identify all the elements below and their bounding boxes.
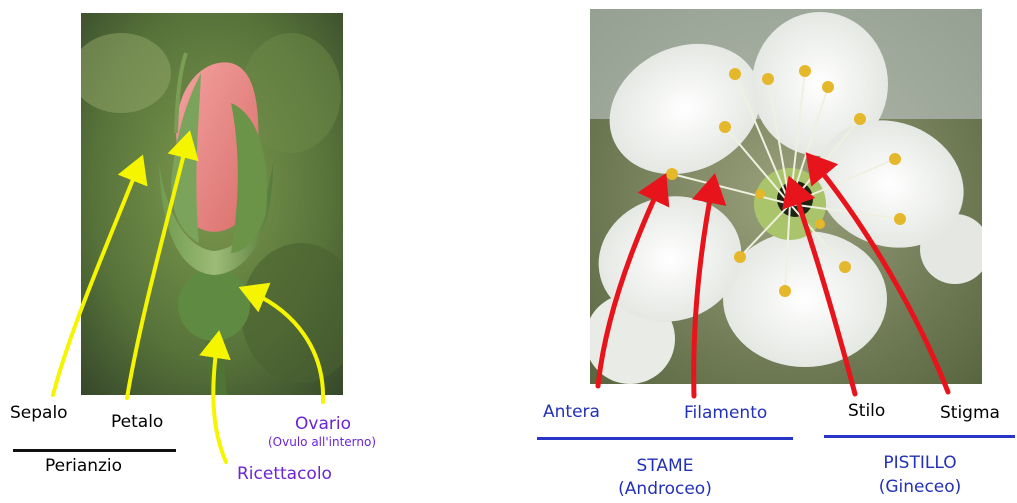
label-stigma: Stigma [940,405,1000,422]
arrow-ovary [246,290,323,402]
label-stamen: STAME [600,458,730,475]
label-petal: Petalo [111,414,163,431]
pistil-rule [824,435,1015,438]
arrow-sepal [53,162,140,395]
arrow-receptacle [213,338,226,462]
arrow-anther [598,182,662,386]
label-anther: Antera [543,404,600,421]
label-style: Stilo [848,403,885,420]
label-sepal: Sepalo [10,405,68,422]
label-stamen-note: (Androceo) [590,481,740,498]
label-ovary: Ovario [295,416,351,433]
arrow-filament [694,183,713,396]
arrow-stigma [812,160,948,392]
stamen-rule [537,437,793,440]
label-pistil: PISTILLO [850,455,990,472]
perianth-rule [13,449,176,452]
label-filament: Filamento [684,405,767,422]
label-pistil-note: (Gineceo) [850,479,990,496]
label-receptacle: Ricettacolo [237,466,332,483]
label-ovary-note: (Ovulo all'interno) [268,436,376,448]
arrow-style [792,185,855,394]
label-perianth: Perianzio [45,458,122,475]
